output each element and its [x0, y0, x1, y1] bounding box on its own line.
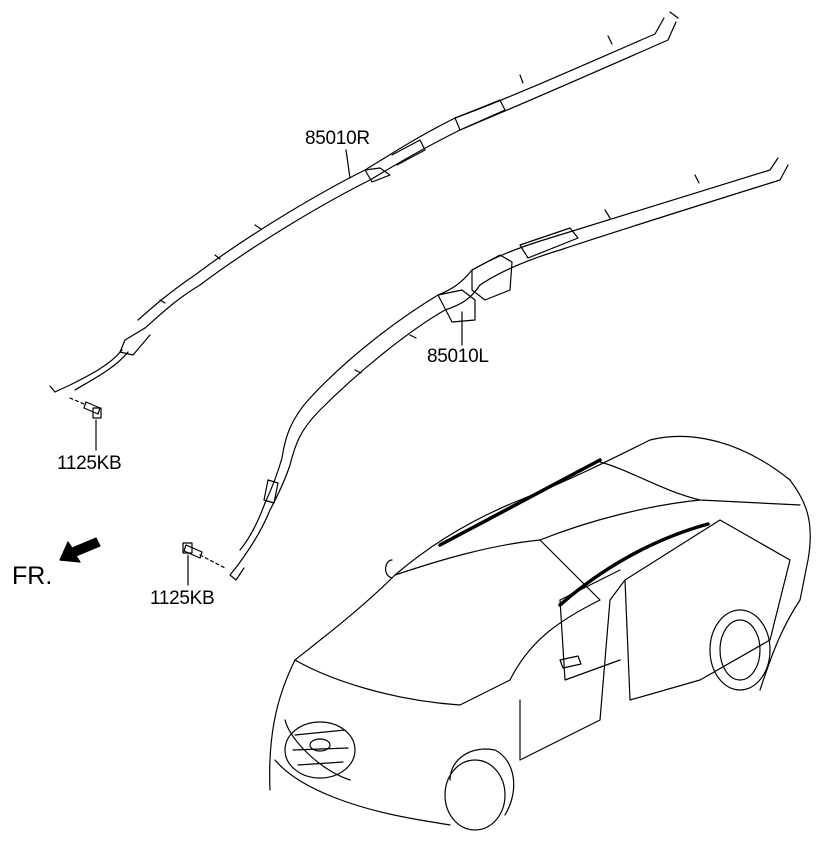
part-label-85010l: 85010L [427, 346, 489, 367]
bolt-lower [182, 542, 226, 569]
leader-lines [95, 149, 463, 586]
car-illustration [269, 435, 811, 831]
arrow-left-down-icon [59, 537, 101, 563]
part-label-1125kb-lower: 1125KB [150, 588, 215, 609]
part-label-85010r: 85010R [305, 128, 370, 149]
part-label-1125kb-upper: 1125KB [57, 453, 122, 474]
curtain-airbag-left [229, 157, 789, 581]
bolt-upper [69, 397, 102, 419]
curtain-airbag-right [49, 11, 679, 393]
front-direction-label: FR. [12, 562, 53, 590]
